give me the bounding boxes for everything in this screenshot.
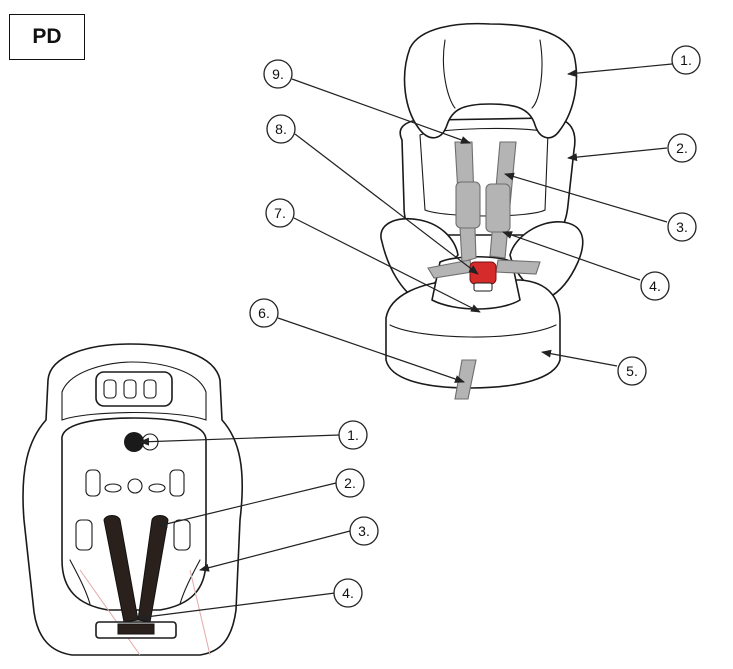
model-label-box: PD: [9, 14, 85, 60]
front-seat-shell-contour: [419, 127, 549, 217]
front-callout-2: 2.: [667, 133, 697, 163]
front-buckle-tongue: [473, 282, 493, 292]
back-callout-4: 4.: [333, 578, 363, 608]
front-callout-9-label: 9.: [272, 66, 284, 82]
front-right-chest-pad: [485, 183, 511, 233]
front-leader-5: [541, 349, 618, 367]
front-leader-2: [567, 147, 668, 162]
front-leader-6: [277, 317, 465, 383]
back-callout-3-label: 3.: [358, 523, 370, 539]
front-left-wing: [380, 218, 459, 301]
front-callout-3: 3.: [667, 212, 697, 242]
back-callout-2: 2.: [335, 468, 365, 498]
front-callout-2-label: 2.: [676, 140, 688, 156]
back-callout-1-label: 1.: [347, 427, 359, 443]
front-headrest: [403, 22, 578, 139]
front-left-chest-pad: [455, 181, 481, 229]
back-slot-2: [123, 379, 137, 399]
front-vehicle-belt: [454, 359, 477, 400]
back-belt-anchor: [117, 623, 155, 635]
front-headrest-inner: [442, 39, 543, 109]
front-leader-lines: [277, 63, 673, 383]
front-callout-8-label: 8.: [275, 121, 287, 137]
front-seat-illustration: [380, 22, 584, 400]
front-harness-buckle: [469, 261, 497, 285]
back-leader-4: [137, 592, 336, 621]
back-seat-panel: [61, 417, 207, 611]
back-leader-2: [157, 482, 337, 528]
back-callout-4-label: 4.: [342, 585, 354, 601]
front-callout-5: 5.: [617, 356, 647, 386]
front-seat-base: [385, 279, 561, 389]
back-leader-1: [139, 434, 340, 446]
back-callout-1: 1.: [338, 420, 368, 450]
back-harness-strap-left: [103, 515, 139, 623]
front-callout-1-label: 1.: [680, 52, 692, 68]
front-leader-3: [504, 172, 668, 223]
back-seat-illustration: [22, 343, 244, 656]
front-callout-7-label: 7.: [274, 205, 286, 221]
back-oval-left: [104, 483, 122, 493]
back-harness-strap-right: [137, 515, 169, 623]
front-callout-9: 9.: [263, 59, 293, 89]
back-adjuster-knob: [124, 432, 144, 452]
front-callout-5-label: 5.: [626, 363, 638, 379]
back-side-slot-right: [169, 469, 185, 497]
front-callout-6: 6.: [249, 298, 279, 328]
back-oval-right: [148, 483, 166, 493]
back-leader-lines: [137, 434, 351, 621]
back-callout-2-label: 2.: [344, 475, 356, 491]
back-vehicle-belt-path: [79, 569, 211, 656]
front-leader-1: [567, 63, 673, 78]
back-belt-guide-left: [69, 559, 91, 605]
back-lower-slot-left: [75, 519, 93, 551]
front-callout-6-label: 6.: [258, 305, 270, 321]
back-callout-3: 3.: [349, 516, 379, 546]
front-callouts: 1. 2. 3. 4. 5. 6.: [249, 45, 701, 386]
front-leader-7: [293, 217, 481, 313]
front-callout-4: 4.: [640, 271, 670, 301]
front-callout-7: 7.: [265, 198, 295, 228]
back-center-hole: [127, 478, 143, 494]
front-callout-1: 1.: [671, 45, 701, 75]
front-leader-4: [502, 231, 641, 281]
back-callouts: 1. 2. 3. 4.: [333, 420, 379, 608]
front-seat-cushion: [389, 324, 557, 338]
front-callout-3-label: 3.: [676, 219, 688, 235]
front-callout-8: 8.: [266, 114, 296, 144]
back-slot-3: [143, 379, 157, 399]
front-leader-9: [291, 78, 471, 144]
model-label-text: PD: [32, 25, 62, 48]
front-callout-4-label: 4.: [649, 278, 661, 294]
back-slot-1: [103, 379, 117, 399]
back-leader-3: [199, 530, 351, 572]
back-side-slot-left: [85, 469, 101, 497]
back-headrest-panel: [95, 371, 173, 407]
back-seat-inner-shell: [61, 361, 207, 421]
back-belt-guide-right: [179, 559, 201, 605]
front-leader-8: [294, 133, 479, 275]
